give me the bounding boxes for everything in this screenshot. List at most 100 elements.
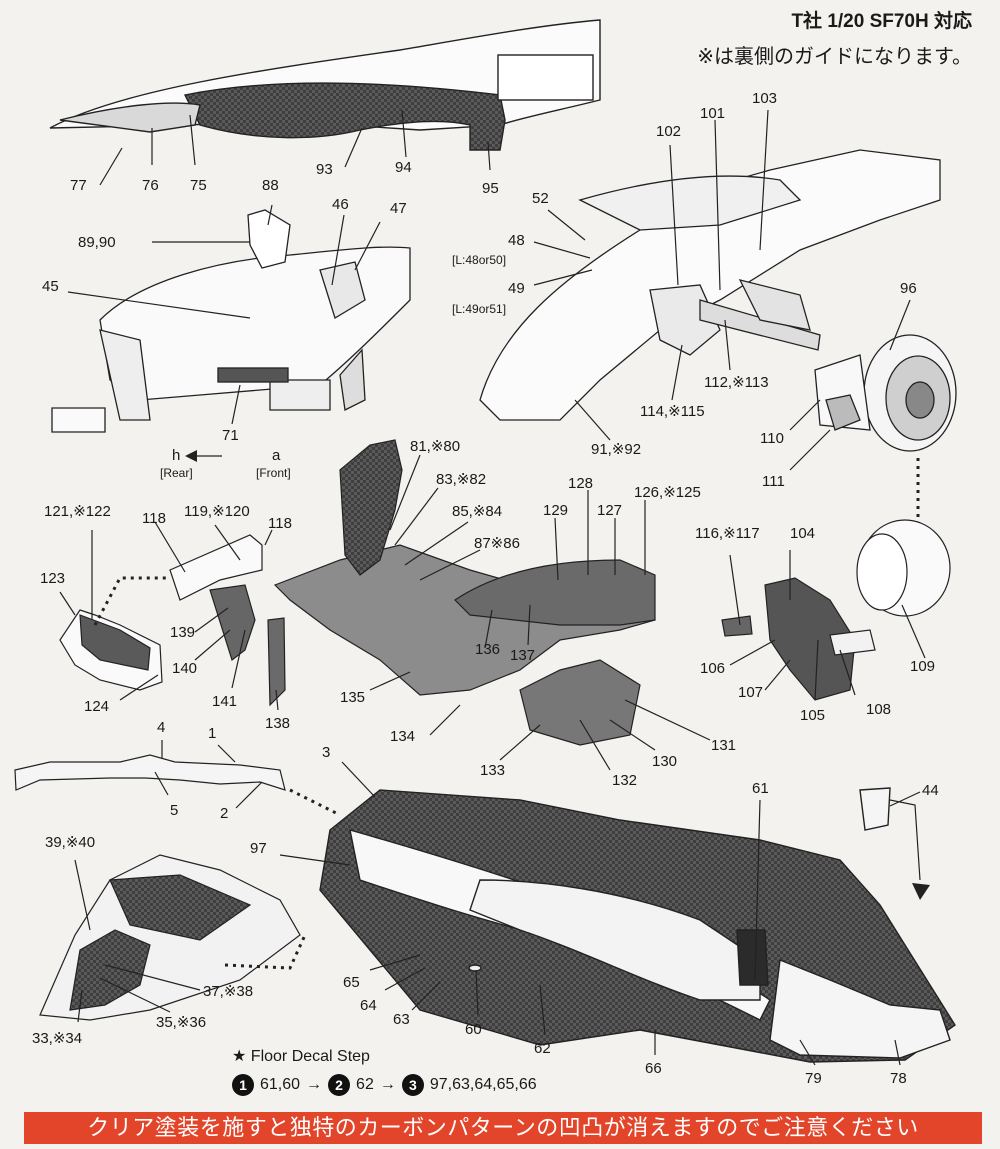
part-label-66: 66 [645,1060,662,1077]
part-label-137: 137 [510,647,535,664]
part-label-121-122: 121,※122 [44,503,111,520]
part-label-88: 88 [262,177,279,194]
part-label-89-90: 89,90 [78,234,116,251]
part-label-127: 127 [597,502,622,519]
part-label-102: 102 [656,123,681,140]
direction-rear-letter: h [172,447,180,464]
part-label-75: 75 [190,177,207,194]
part-label-134: 134 [390,728,415,745]
part-label-79: 79 [805,1070,822,1087]
part-label-3: 3 [322,744,330,761]
part-label-97: 97 [250,840,267,857]
part-label-126-125: 126,※125 [634,484,701,501]
part-label-131: 131 [711,737,736,754]
part-label-130: 130 [652,753,677,770]
part-label-108: 108 [866,701,891,718]
step-arrow-icon: → [306,1076,323,1093]
floor-steps-sequence: 1 61,60 → 2 62 → 3 97,63,64,65,66 [232,1074,537,1096]
step-2-badge: 2 [328,1074,351,1096]
part-label-62: 62 [534,1040,551,1057]
brake-duct-diagram [721,519,951,701]
part-labels: 77 76 75 93 94 95 88 89,90 46 47 45 71 h… [32,90,939,1087]
part-label-118-left: 118 [142,510,166,527]
part-label-77: 77 [70,177,87,194]
part-label-65: 65 [343,974,360,991]
part-label-37-38: 37,※38 [203,983,253,1000]
step-3-badge: 3 [401,1074,424,1096]
part-note-49: [L:49or51] [452,302,506,316]
part-label-124: 124 [84,698,109,715]
part-label-123: 123 [40,570,65,587]
part-label-63: 63 [393,1011,410,1028]
part-label-111: 111 [762,473,785,490]
part-label-109: 109 [910,658,935,675]
turning-vane-diagram [59,534,286,707]
part-label-87-86: 87※86 [474,535,520,552]
part-label-101: 101 [700,105,725,122]
part-label-136: 136 [475,641,500,658]
part-label-114-115: 114,※115 [640,403,705,420]
dotted-connectors [93,458,920,970]
step-2-parts: 62 [356,1076,374,1093]
floor-diagram [319,787,956,1063]
part-label-1: 1 [208,725,216,742]
step-arrow-icon: → [379,1076,396,1093]
part-label-49: 49 [508,280,525,297]
part-label-112-113: 112,※113 [704,374,769,391]
part-label-48: 48 [508,232,525,249]
part-label-81-80: 81,※80 [410,438,460,455]
part-label-2: 2 [220,805,228,822]
part-label-138: 138 [265,715,290,732]
part-label-139: 139 [170,624,195,641]
part-label-129: 129 [543,502,568,519]
part-label-119-120: 119,※120 [184,503,250,520]
part-label-85-84: 85,※84 [452,503,502,520]
part-label-76: 76 [142,177,159,194]
step-3-parts: 97,63,64,65,66 [429,1076,537,1093]
direction-arrow-icon [185,450,930,900]
floor-steps-title: ★ Floor Decal Step [232,1048,370,1065]
bargeboard-diagram [273,439,656,746]
part-label-107: 107 [738,684,763,701]
part-label-95: 95 [482,180,499,197]
part-note-48: [L:48or50] [452,253,506,267]
part-label-5: 5 [170,802,178,819]
front-wing-diagram [14,754,301,1021]
part-label-116-117: 116,※117 [695,525,760,542]
part-label-61: 61 [752,780,769,797]
part-label-39-40: 39,※40 [45,834,95,851]
part-label-45: 45 [42,278,59,295]
part-label-52: 52 [532,190,549,207]
step-1-parts: 61,60 [260,1076,301,1093]
part-label-140: 140 [172,660,197,677]
step-1-badge: 1 [232,1074,254,1096]
part-label-118-right: 118 [268,515,292,532]
leader-lines [59,109,926,1066]
part-label-96: 96 [900,280,917,297]
part-label-128: 128 [568,475,593,492]
direction-front-letter: a [272,447,281,464]
part-label-141: 141 [212,693,237,710]
warning-banner: クリア塗装を施すと独特のカーボンパターンの凹凸が消えますのでご注意ください [24,1112,982,1144]
front-suspension-diagram [479,149,957,452]
direction-front-label: [Front] [256,466,291,480]
part-label-133: 133 [480,762,505,779]
part-label-46: 46 [332,196,349,213]
floor-decal-steps: ★ Floor Decal Step 1 61,60 → 2 62 → 3 97… [232,1046,537,1096]
page-title: T社 1/20 SF70H 対応 [791,11,972,32]
part-label-60: 60 [465,1021,482,1038]
part-label-106: 106 [700,660,725,677]
part-label-78: 78 [890,1070,907,1087]
part-label-135: 135 [340,689,365,706]
underside-note: ※は裏側のガイドになります。 [697,46,972,68]
part-label-33-34: 33,※34 [32,1030,82,1047]
part-label-103: 103 [752,90,777,107]
part-label-110: 110 [760,430,784,447]
part-label-94: 94 [395,159,412,176]
part-label-44: 44 [922,782,939,799]
part-label-132: 132 [612,772,637,789]
part-label-71: 71 [222,427,239,444]
part-label-104: 104 [790,525,815,542]
engine-cover-diagram [49,19,601,151]
